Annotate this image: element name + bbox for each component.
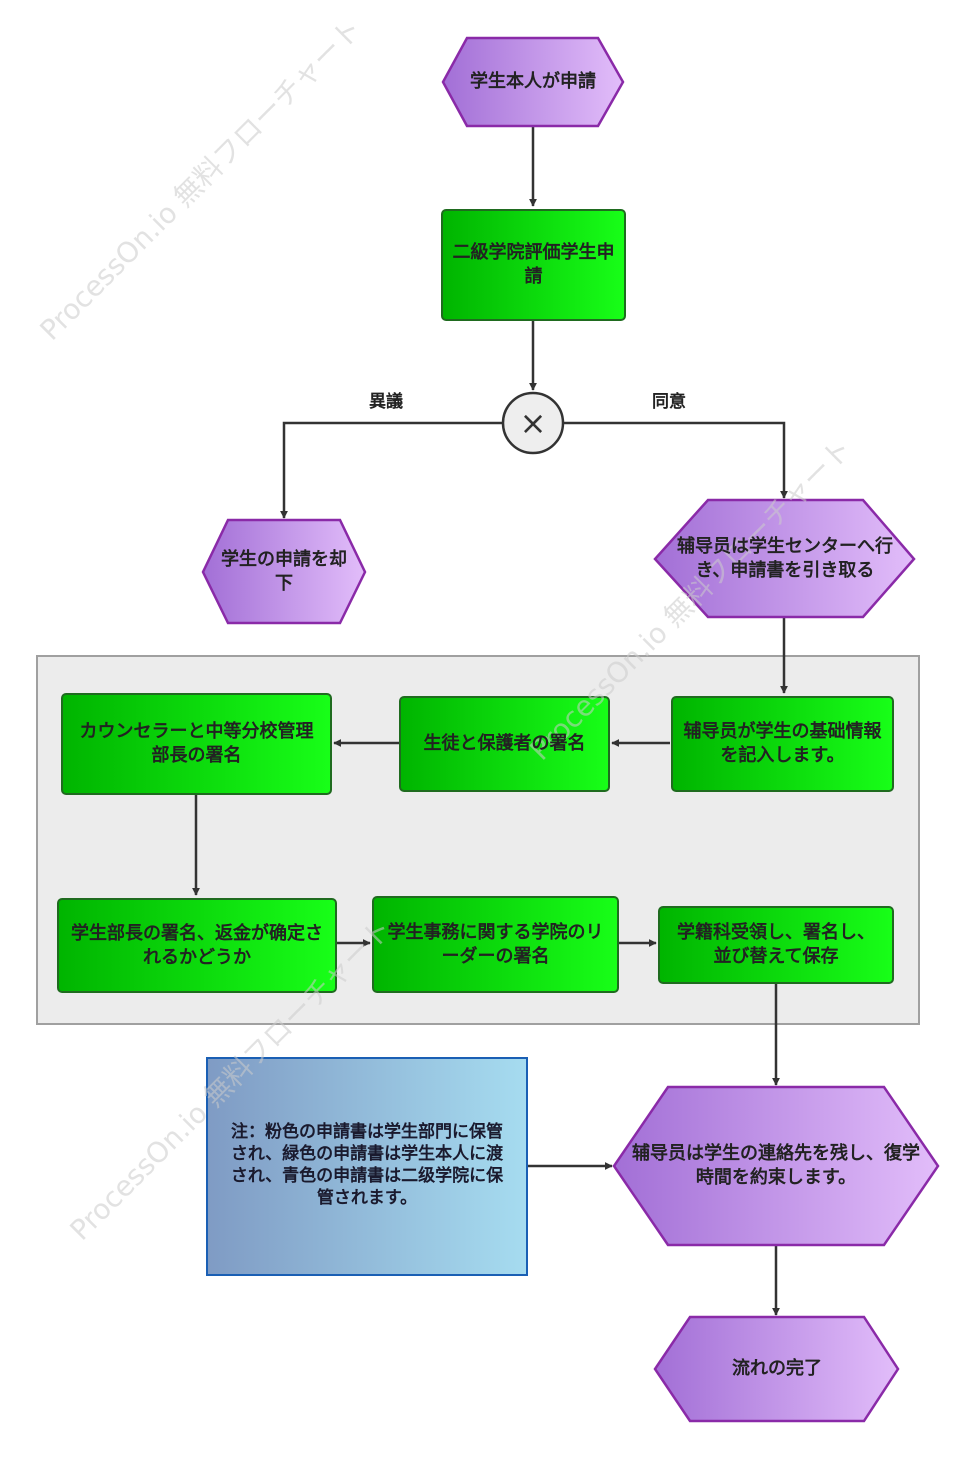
pickup-label: 辅导员は学生センターへ行き、申請書を引き取る [677,536,893,581]
sign-dept-label: 学生部長の署名、返金が确定されるかどうか [71,922,323,968]
sign-parent-label: 生徒と保護者の署名 [423,733,586,754]
reject-hexagon [201,518,367,625]
contact-label: 辅导员は学生の連絡先を残し、復学時間を約束します。 [632,1143,920,1188]
end-label: 流れの完了 [732,1358,822,1379]
end-hexagon [653,1315,900,1423]
apply-label: 二級学院評価学生申請 [452,242,615,287]
edge-gateway-to-reject [280,421,502,519]
contact-hexagon [612,1085,940,1247]
archive-box [658,906,894,984]
sign-affairs-label: 学生事務に関する学院のリーダーの署名 [387,921,604,967]
sign-affairs-box [372,896,619,993]
reject-label: 学生の申請を却下 [221,549,347,594]
sign-counselor-box [61,693,332,795]
note-box [206,1057,528,1276]
edge-gateway-to-pickup [564,421,788,499]
archive-label: 学籍科受領し、署名し、並び替えて保存 [677,922,875,967]
sign-parent-box [399,696,610,792]
fill-info-label: 辅导员が学生の基础情報を記入します。 [683,721,882,766]
pickup-hexagon [653,498,916,619]
note-label: 注：粉色の申請書は学生部門に保管され、緑色の申請書は学生本人に渡され、青色の申請… [230,1122,504,1208]
sign-dept-box [57,898,337,993]
exclusive-gateway [501,391,565,455]
fill-info-box [671,696,894,792]
apply-box [441,209,626,321]
edge-label-agree: 同意 [652,392,686,412]
start-hexagon [441,36,625,128]
sign-counselor-label: カウンセラーと中等分校管理部長の署名 [79,721,314,766]
edge-label-objection: 異議 [369,392,403,412]
start-label: 学生本人が申請 [470,71,596,92]
gateway-symbol: × [519,404,547,442]
